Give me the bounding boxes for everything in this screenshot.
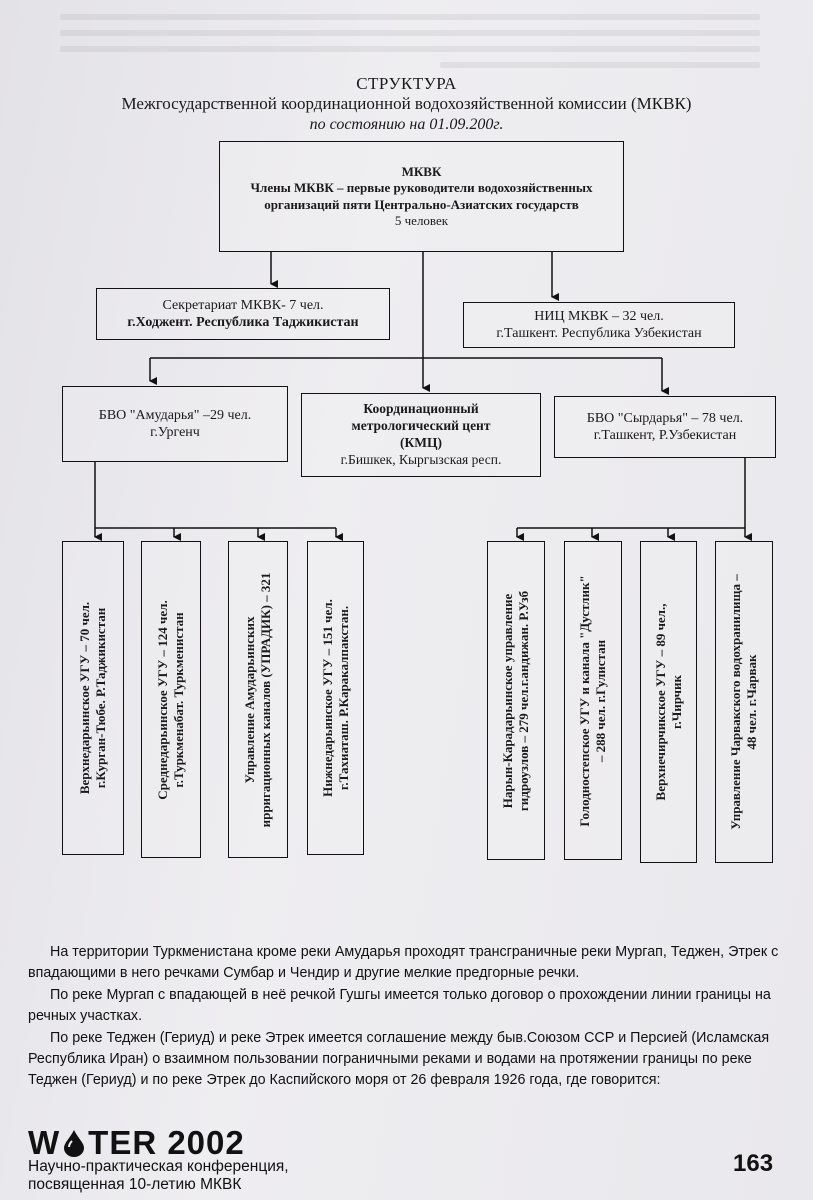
diagram-date: по состоянию на 01.09.200г.	[309, 116, 504, 133]
unit-box: Управление Амударьинских ирригационных к…	[228, 541, 288, 858]
nic-box: НИЦ МКВК – 32 чел. г.Ташкент. Республика…	[463, 302, 735, 348]
logo-text: TER 2002	[88, 1124, 245, 1161]
bvo-syrdarya-box: БВО "Сырдарья" – 78 чел. г.Ташкент, Р.Уз…	[554, 396, 776, 458]
kmc-abbr: (КМЦ)	[399, 435, 443, 450]
unit-line-2: гидроузлов – 279 чел.г.андижан. Р.Узб	[516, 590, 531, 811]
diagram-subtitle: Межгосударственной координационной водох…	[121, 94, 692, 113]
unit-line-1: Голодностепское УГУ и канала "Дустлик"	[576, 574, 592, 827]
kmc-title-1: Координационный	[363, 401, 479, 417]
unit-line-2: 48 чел. г.Чарвак	[744, 654, 759, 750]
secretariat-location: г.Ходжент. Республика Таджикистан	[127, 315, 359, 330]
unit-label: Управление Амударьинских ирригационных к…	[242, 572, 275, 827]
bvo-amudarya-box: БВО "Амударья" –29 чел. г.Ургенч	[62, 386, 288, 462]
kmc-title-2: метрологический цент	[351, 418, 491, 434]
unit-line-2: – 288 чел. г.Гулистан	[593, 639, 608, 762]
secretariat-box: Секретариат МКВК- 7 чел. г.Ходжент. Респ…	[96, 288, 390, 340]
unit-label: Нижнедарьинское УГУ – 151 чел. г.Тахиата…	[319, 599, 352, 797]
page-number: 163	[733, 1150, 774, 1177]
paragraph-3: По реке Теджен (Гериуд) и реке Этрек име…	[28, 1030, 770, 1088]
bleed-through	[60, 14, 760, 20]
unit-box: Управление Чарвакского водохранилища – 4…	[715, 541, 773, 863]
mkvk-count: 5 человек	[394, 212, 449, 228]
bvo-amudarya-location: г.Ургенч	[150, 425, 200, 440]
mkvk-desc-2: организаций пяти Центрально-Азиатских го…	[264, 196, 579, 212]
nic-location: г.Ташкент. Республика Узбекистан	[496, 326, 702, 341]
bleed-through	[60, 30, 760, 36]
kmc-location: г.Бишкек, Кыргызская респ.	[340, 451, 502, 467]
unit-box: Среднедарьинское УГУ – 124 чел. г.Туркме…	[141, 541, 201, 858]
footer-line-2: посвященная 10-летию МКВК	[28, 1176, 242, 1193]
unit-box: Нижнедарьинское УГУ – 151 чел. г.Тахиата…	[307, 541, 364, 855]
kmc-box: Координационный метрологический цент (КМ…	[301, 393, 541, 477]
unit-line-1: Нижнедарьинское УГУ – 151 чел.	[319, 599, 335, 797]
unit-line-1: Верхнечирчикское УГУ – 89 чел.,	[652, 603, 668, 801]
mkvk-name: МКВК	[401, 164, 442, 179]
unit-line-1: Управление Амударьинских	[241, 616, 257, 783]
water-2002-logo: W TER 2002	[28, 1124, 245, 1162]
unit-line-2: г.Курган-Тюбе. Р.Таджикистан	[93, 607, 108, 789]
mkvk-box: МКВК Члены МКВК – первые руководители во…	[219, 141, 624, 252]
logo-w: W	[28, 1124, 61, 1161]
unit-box: Верхнедарьинское УГУ – 70 чел. г.Курган-…	[62, 541, 124, 855]
footer-line-1: Научно-практическая конференция,	[28, 1158, 289, 1175]
unit-line-2: г.Туркменабат. Туркменистан	[171, 611, 186, 788]
unit-line-1: Верхнедарьинское УГУ – 70 чел.	[76, 601, 92, 795]
unit-label: Нарын-Карадарьинское управление гидроузл…	[500, 590, 533, 810]
bleed-through	[60, 46, 760, 52]
unit-line-1: Нарын-Карадарьинское управление	[499, 593, 515, 808]
unit-line-1: Управление Чарвакского водохранилища –	[727, 574, 743, 830]
bvo-syrdarya-location: г.Ташкент, Р.Узбекистан	[593, 428, 737, 443]
unit-label: Верхнедарьинское УГУ – 70 чел. г.Курган-…	[77, 602, 110, 794]
unit-label: Среднедарьинское УГУ – 124 чел. г.Туркме…	[155, 600, 188, 799]
unit-line-2: г.Чирчик	[668, 675, 684, 729]
mkvk-desc-1: Члены МКВК – первые руководители водохоз…	[250, 180, 593, 196]
unit-line-2: ирригационных каналов (УПРАДИК) – 321	[258, 572, 273, 827]
unit-box: Верхнечирчикское УГУ – 89 чел., г.Чирчик	[640, 541, 697, 863]
unit-box: Нарын-Карадарьинское управление гидроузл…	[487, 541, 545, 860]
bleed-through	[440, 62, 760, 68]
diagram-title: СТРУКТУРА	[356, 74, 457, 93]
unit-line-1: Среднедарьинское УГУ – 124 чел.	[154, 599, 170, 800]
nic-title: НИЦ МКВК – 32 чел.	[534, 308, 664, 324]
unit-label: Верхнечирчикское УГУ – 89 чел., г.Чирчик	[652, 604, 685, 801]
paragraph-1: На территории Туркменистана кроме реки А…	[28, 944, 779, 981]
unit-label: Голодностепское УГУ и канала "Дустлик" –…	[577, 575, 610, 826]
water-drop-icon	[61, 1127, 87, 1157]
unit-label: Управление Чарвакского водохранилища – 4…	[728, 574, 761, 830]
secretariat-title: Секретариат МКВК- 7 чел.	[162, 297, 324, 313]
bvo-syrdarya-title: БВО "Сырдарья" – 78 чел.	[586, 410, 744, 426]
unit-line-2: г.Тахиаташ. Р.Каракалпакстан.	[335, 605, 351, 791]
unit-box: Голодностепское УГУ и канала "Дустлик" –…	[564, 541, 622, 860]
bvo-amudarya-title: БВО "Амударья" –29 чел.	[98, 407, 252, 423]
paragraph-2: По реке Мургап с впадающей в неё речкой …	[28, 987, 771, 1024]
